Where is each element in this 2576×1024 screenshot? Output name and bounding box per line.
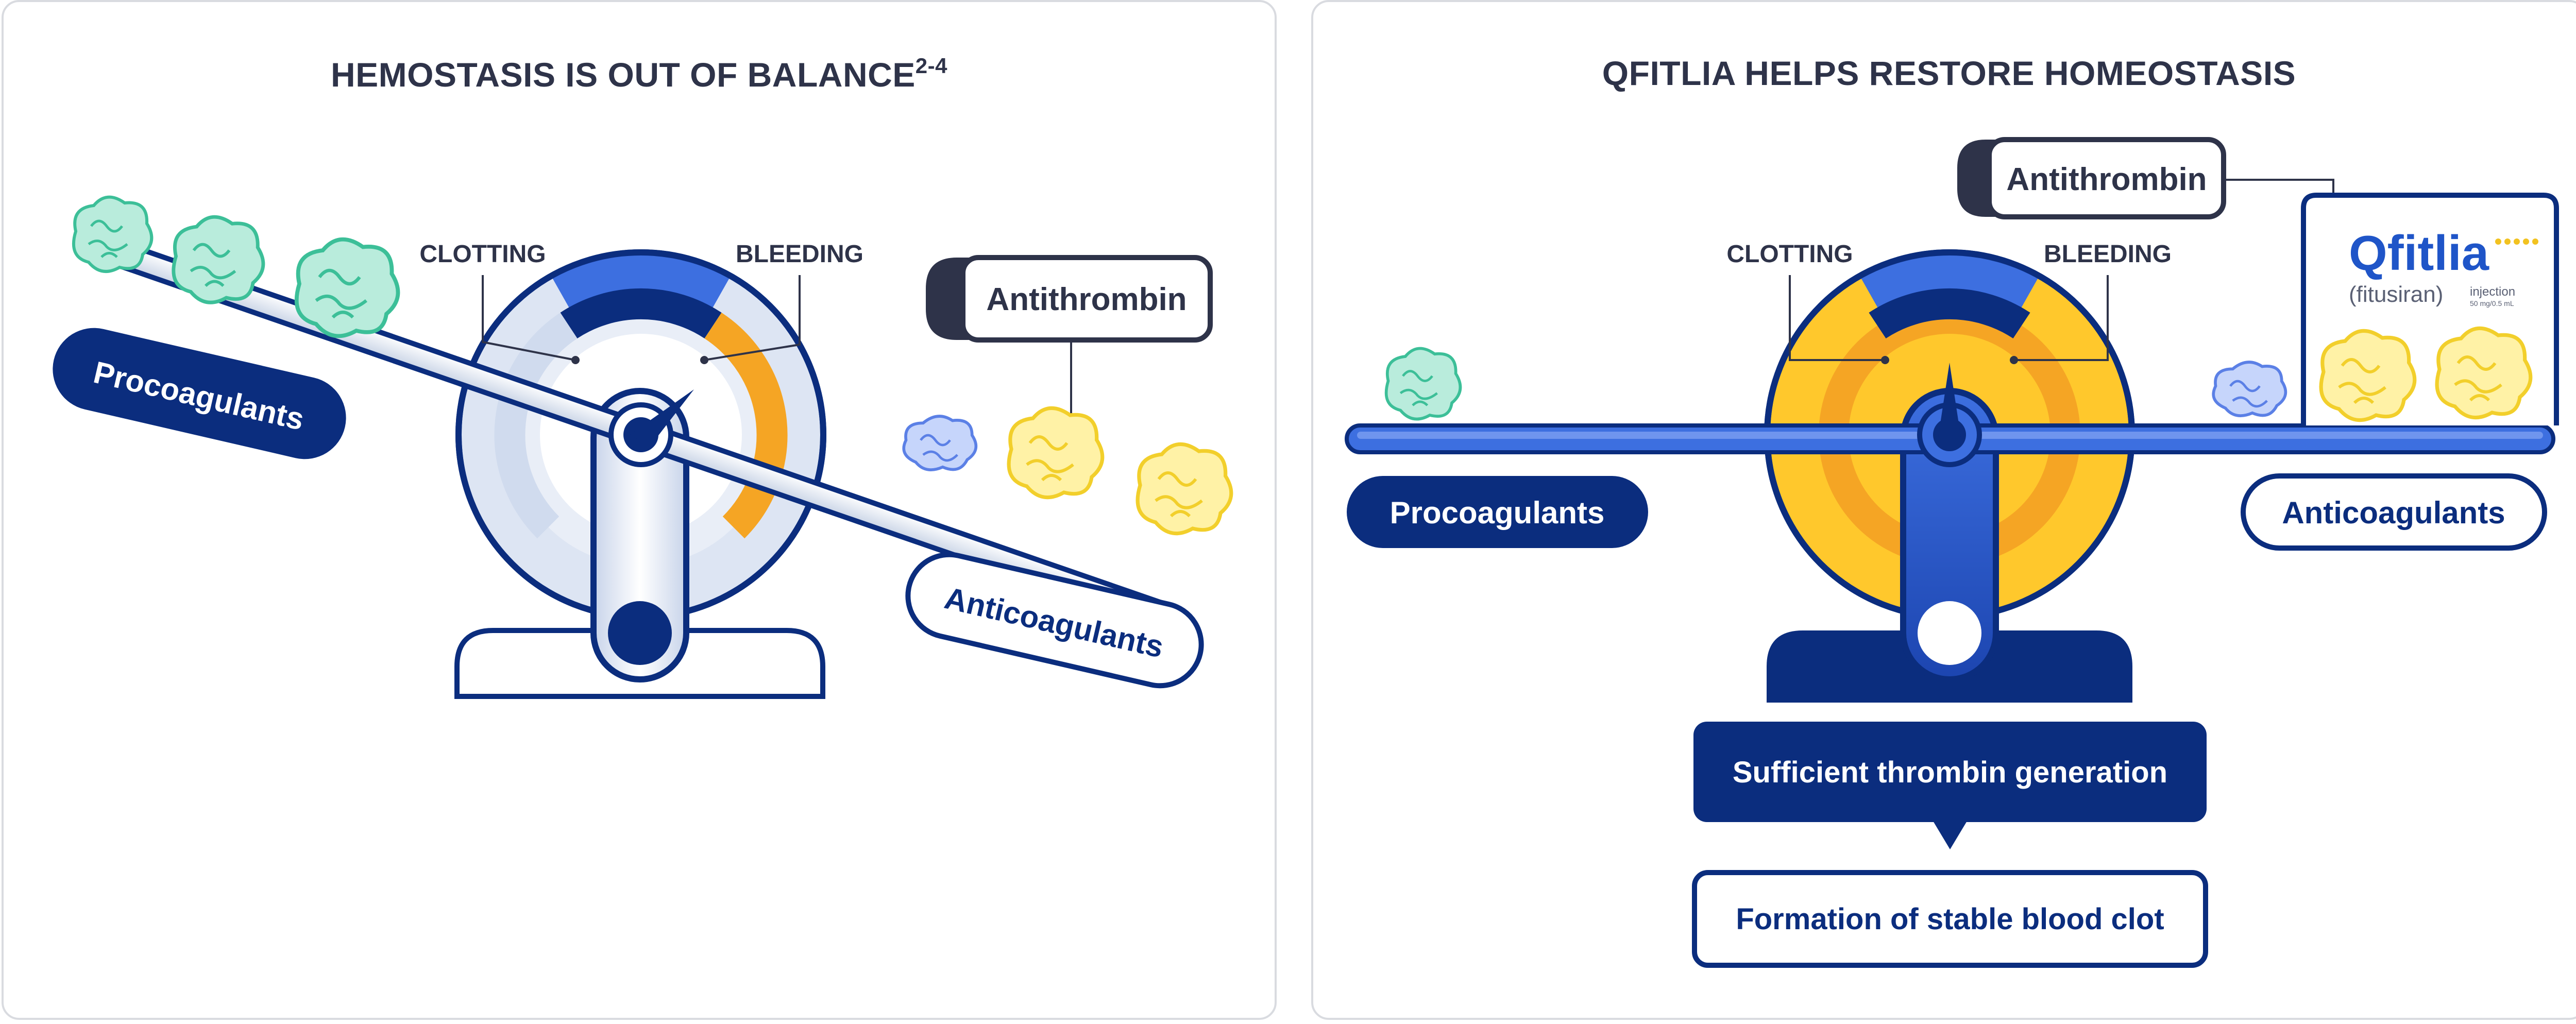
qfitlia-logo-route: injection (2470, 285, 2515, 299)
procoagulants-pill: Procoagulants (53, 328, 346, 459)
anticoagulants-pill: Anticoagulants (2241, 473, 2547, 551)
yellow-protein-2 (2435, 326, 2533, 420)
blue-protein (902, 415, 978, 471)
qfitlia-logo-brand: Qfitlia (2349, 226, 2489, 281)
anticoagulants-pill: Anticoagulants (905, 552, 1204, 689)
teal-protein-3 (294, 237, 400, 338)
clotting-leader (1789, 275, 1885, 361)
outcome-clot-box: Formation of stable blood clot (1692, 870, 2208, 968)
left-panel: HEMOSTASIS IS OUT OF BALANCE2-4 (2, 0, 1277, 1020)
teal-protein-2 (172, 215, 265, 304)
gauge-needle (1938, 363, 1961, 437)
svg-text:Sufficient thrombin generation: Sufficient thrombin generation (1733, 756, 2167, 789)
antithrombin-tag: Antithrombin (926, 255, 1213, 422)
gauge (1764, 249, 2135, 620)
svg-text:Formation of stable blood clot: Formation of stable blood clot (1736, 902, 2164, 936)
gauge-bleeding-label: BLEEDING (736, 241, 863, 268)
left-panel-title: HEMOSTASIS IS OUT OF BALANCE2-4 (330, 54, 947, 94)
yellow-protein-2 (1136, 442, 1233, 536)
yellow-protein-1 (1007, 406, 1105, 500)
procoagulants-pill: Procoagulants (1347, 476, 1648, 548)
gauge-bleeding-label: BLEEDING (2044, 241, 2172, 268)
bleeding-leader (704, 275, 801, 361)
teal-protein (1384, 347, 1462, 421)
teal-protein-1 (72, 195, 154, 273)
blue-protein (2212, 361, 2287, 417)
right-panel-title: QFITLIA HELPS RESTORE HOMEOSTASIS (1602, 54, 2296, 92)
gauge-clotting-label: CLOTTING (419, 241, 546, 268)
yellow-protein-1 (2319, 329, 2417, 422)
clotting-leader (482, 275, 576, 361)
svg-text:Antithrombin: Antithrombin (986, 282, 1187, 317)
qfitlia-logo-generic: (fitusiran) (2349, 282, 2443, 307)
logo-dots-icon (2495, 238, 2538, 245)
gauge-clotting-label: CLOTTING (1726, 241, 1853, 268)
gauge-needle (630, 389, 694, 446)
right-panel: QFITLIA HELPS RESTORE HOMEOSTASIS CLOTTI… (1311, 0, 2576, 1020)
right-diagram: CLOTTING BLEEDING Procoagulants Anticoag… (1345, 137, 2559, 968)
outcome-thrombin-box: Sufficient thrombin generation (1693, 722, 2207, 849)
antithrombin-tag: Antithrombin (1957, 137, 2337, 364)
svg-text:Procoagulants: Procoagulants (1390, 496, 1605, 530)
svg-text:Anticoagulants: Anticoagulants (2282, 496, 2505, 530)
qfitlia-logo-dose: 50 mg/0.5 mL (2470, 299, 2514, 308)
svg-text:Antithrombin: Antithrombin (2006, 162, 2207, 197)
bleeding-leader (2014, 275, 2109, 361)
left-diagram: CLOTTING BLEEDING Procoagulants Anticoag… (53, 195, 1233, 699)
scale-stand (590, 388, 689, 682)
